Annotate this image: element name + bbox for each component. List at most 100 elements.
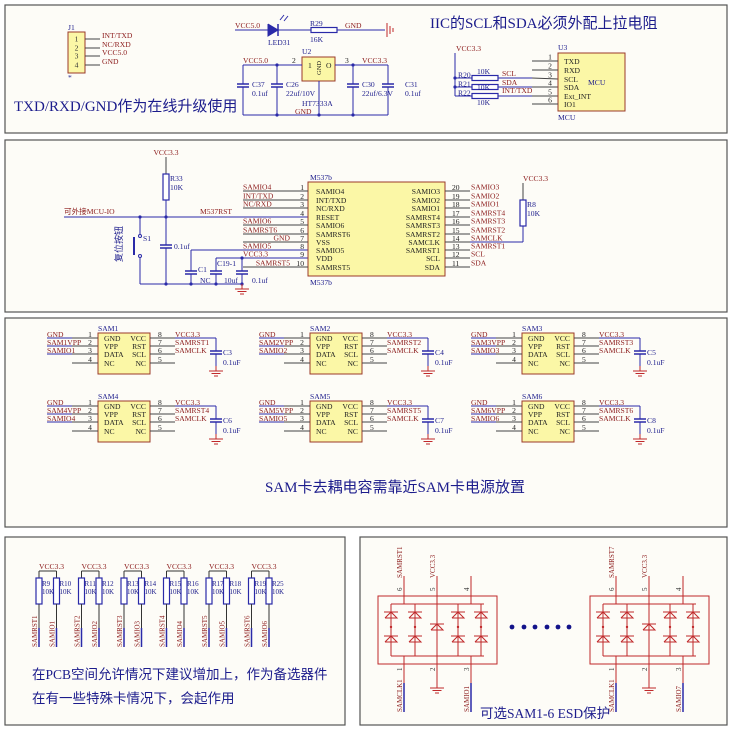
- net-label: VCC5.0: [102, 48, 127, 57]
- pin-number: 1: [608, 667, 616, 671]
- pin-number: 2: [75, 44, 79, 53]
- pin-name: SAMRST3: [406, 221, 440, 230]
- pin-number: 7: [158, 338, 162, 347]
- pin-number: 3: [300, 414, 304, 423]
- net-label: VCC3.3: [153, 148, 178, 157]
- capacitor-value: 22uf/10V: [286, 89, 316, 98]
- pin-number: 5: [582, 355, 586, 364]
- pin-number: 17: [452, 209, 460, 218]
- net-label: VCC3.3: [209, 562, 234, 571]
- pin-name: VPP: [104, 410, 118, 419]
- diode-icon: [596, 635, 611, 643]
- pin-name: NC: [528, 359, 539, 368]
- net-label: VCC3.3: [175, 398, 200, 407]
- capacitor-ref: C26: [286, 80, 299, 89]
- pin-number: 5: [582, 423, 586, 432]
- pin-name: VCC: [342, 402, 358, 411]
- pin-number: 19: [452, 192, 460, 201]
- mcu-ref: U3: [558, 43, 567, 52]
- net-label: SAMCLK: [471, 234, 503, 243]
- capacitor-value: 0.1uF: [647, 426, 665, 435]
- net-label: SAMRST5: [201, 615, 209, 647]
- pin-number: 4: [300, 209, 304, 218]
- net-label: VCC5.0: [235, 21, 260, 30]
- junction-dot: [389, 625, 393, 629]
- net-label: SAMCLK: [387, 414, 419, 423]
- pin-number: 7: [300, 234, 304, 243]
- net-label: SAMRST1: [471, 242, 505, 251]
- pin-number: 6: [548, 96, 552, 105]
- pin-name: NC/RXD: [316, 204, 345, 213]
- switch-contact: [138, 234, 142, 238]
- net-label: SAM5VPP: [259, 406, 293, 415]
- resistor-value: 10K: [170, 588, 182, 596]
- pin-number: 5: [158, 355, 162, 364]
- pin-number: 1: [88, 398, 92, 407]
- pin-number: 6: [396, 587, 404, 591]
- led-icon: [267, 23, 279, 37]
- net-label: SAMIO3: [471, 183, 499, 192]
- caption: 在PCB空间允许情况下建议增加上，作为备选器件: [32, 666, 328, 682]
- caption: IIC的SCL和SDA必须外配上拉电阻: [430, 15, 658, 32]
- pin-number: 6: [582, 346, 586, 355]
- diode-icon: [408, 635, 423, 643]
- pin-name: GND: [528, 402, 545, 411]
- capacitor-ref: C5: [647, 348, 656, 357]
- net-label: SAMRST6: [244, 615, 252, 647]
- net-label: SAM4VPP: [47, 406, 81, 415]
- pin-number: 3: [300, 200, 304, 209]
- resistor-value: 10K: [170, 183, 184, 192]
- resistor-ref: R19: [255, 580, 267, 588]
- capacitor-ref: C3: [223, 348, 232, 357]
- net-label: GND: [259, 398, 276, 407]
- pin-name: NC: [316, 359, 327, 368]
- resistor-symbol: [519, 199, 527, 227]
- pin-name: SCL: [564, 75, 578, 84]
- pin-name: TXD: [564, 57, 580, 66]
- net-label: SAMRST7: [608, 546, 616, 578]
- diode-icon: [686, 635, 701, 643]
- net-label: GND: [47, 330, 64, 339]
- pin-number: 3: [512, 346, 516, 355]
- pin-number: 2: [641, 667, 649, 671]
- diode-icon: [451, 611, 466, 619]
- pin-number: 4: [548, 79, 552, 88]
- capacitor-ref: C8: [647, 416, 656, 425]
- net-label: SAMRST2: [74, 615, 82, 647]
- pin-number: 8: [582, 398, 586, 407]
- sam-card-4: [97, 400, 151, 443]
- pin-number: 5: [370, 423, 374, 432]
- resistor-ref: R12: [102, 580, 114, 588]
- net-label: SAMRST3: [471, 217, 505, 226]
- pin-number: 6: [158, 414, 162, 423]
- regulator-u2: [301, 56, 336, 82]
- ellipsis-dot: [566, 624, 572, 630]
- net-label: SAMIO2: [471, 192, 499, 201]
- resistor-value: 10K: [212, 588, 224, 596]
- pin-name: DATA: [104, 350, 124, 359]
- net-label: SAMRST5: [256, 259, 290, 268]
- pin-number: 1: [300, 398, 304, 407]
- pin-number: 3: [300, 346, 304, 355]
- resistor-value: 10K: [477, 98, 491, 107]
- wire: [531, 77, 559, 80]
- resistor-value: 10K: [477, 83, 491, 92]
- pin-name: SAMRST4: [406, 213, 440, 222]
- sam-ref: SAM3: [522, 324, 542, 333]
- sam-card-6: [521, 400, 575, 443]
- pin-name: VPP: [316, 410, 330, 419]
- capacitor-value: 0.1uf: [252, 276, 268, 285]
- pin-name: DATA: [316, 418, 336, 427]
- resistor-ref: R20: [458, 71, 471, 80]
- net-label: SAMRST1: [396, 546, 404, 578]
- pin-number: 3: [345, 56, 349, 65]
- net-label: SAMIO5: [219, 620, 227, 647]
- caption: TXD/RXD/GND作为在线升级使用: [14, 98, 237, 115]
- net-label: SAMIO1: [47, 346, 75, 355]
- net-label: SAMRST1: [175, 338, 209, 347]
- net-label: GND: [259, 330, 276, 339]
- led-ref: LED31: [268, 38, 291, 47]
- led-light-icon: [283, 15, 289, 22]
- net-label: SAMCLK1: [608, 679, 616, 712]
- pin-number: 3: [75, 52, 79, 61]
